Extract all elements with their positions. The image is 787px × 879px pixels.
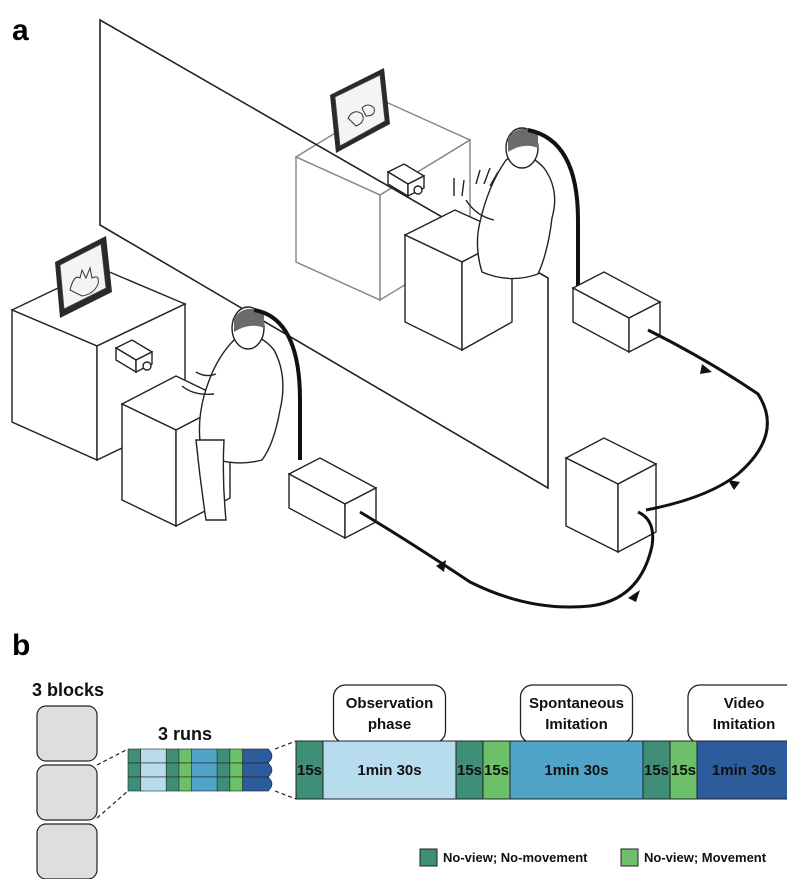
recording-computer: [564, 437, 658, 554]
arrow-icon: [728, 480, 740, 490]
legend-label: No-view; Movement: [644, 850, 767, 865]
run-3-segment: [140, 776, 167, 792]
panel-a-label: a: [12, 14, 29, 47]
timeline-segment: [509, 740, 644, 800]
segment-duration-label: 15s: [297, 762, 322, 779]
far-person: [453, 127, 556, 280]
run-3-segment: [229, 776, 244, 792]
run-1-segment: [229, 748, 244, 764]
phase-callout-box: [332, 684, 447, 744]
phase-title-line-1: Spontaneous: [529, 695, 624, 712]
connector-line: [96, 748, 129, 766]
run-3-segment: [191, 776, 218, 792]
near-camera: [114, 339, 154, 374]
near-amplifier: [287, 457, 378, 540]
legend: No-view; No-movement No-view; Movement: [419, 848, 767, 867]
run-2-segment: [140, 762, 167, 778]
run-2-segment: [229, 762, 244, 778]
arrow-icon: [436, 560, 446, 572]
zoom-connectors: [96, 740, 297, 819]
run-1-segment: [127, 748, 142, 764]
setup-illustration: [10, 18, 769, 609]
far-table: [294, 101, 472, 302]
segment-duration-label: 15s: [671, 762, 696, 779]
blocks-stack: [36, 705, 98, 879]
phase-title-line-2: Imitation: [713, 716, 776, 733]
block-3: [36, 823, 98, 879]
run-2-segment: [178, 762, 193, 778]
arrow-icon: [628, 590, 640, 602]
timeline-segment: [322, 740, 457, 800]
run-2-segment: [165, 762, 180, 778]
connector-line: [274, 740, 297, 750]
run-2-end: [267, 762, 273, 778]
legend-swatch: [620, 848, 639, 867]
segment-duration-label: 15s: [457, 762, 482, 779]
run-2-segment: [127, 762, 142, 778]
connector-line: [96, 790, 129, 819]
near-table: [10, 267, 187, 462]
data-cable-far: [645, 328, 769, 512]
phase-callout-box: [687, 684, 787, 744]
far-screen: [330, 68, 390, 153]
run-2-segment: [216, 762, 231, 778]
far-cable: [527, 128, 580, 288]
timeline-segment: [295, 740, 324, 800]
segment-duration-label: 15s: [644, 762, 669, 779]
near-screen: [55, 236, 112, 318]
timeline-segment: [455, 740, 484, 800]
block-2: [36, 764, 98, 821]
glass-partition: [99, 18, 549, 490]
blocks-label: 3 blocks: [32, 680, 104, 700]
timeline-segment: [482, 740, 511, 800]
runs-stack: [127, 748, 273, 792]
run-1-segment: [242, 748, 269, 764]
phase-title-line-1: Observation: [346, 695, 434, 712]
arrow-icon: [700, 364, 712, 374]
timeline-segment: [696, 740, 787, 800]
phase-title-line-2: Imitation: [545, 716, 608, 733]
run-3-segment: [127, 776, 142, 792]
run-3-end: [267, 776, 273, 792]
panel-b-label: b: [12, 629, 30, 662]
timeline-segment: [669, 740, 698, 800]
data-cable-near: [359, 510, 655, 609]
run-1-segment: [178, 748, 193, 764]
connector-line: [274, 790, 297, 800]
runs-label: 3 runs: [158, 724, 212, 744]
run-1-segment: [191, 748, 218, 764]
run-1-segment: [140, 748, 167, 764]
run-2-segment: [191, 762, 218, 778]
far-camera: [386, 163, 426, 198]
run-1-end: [267, 748, 273, 764]
segment-duration-label: 15s: [484, 762, 509, 779]
run-3-segment: [165, 776, 180, 792]
run-3-segment: [178, 776, 193, 792]
far-amplifier: [571, 271, 662, 354]
legend-label: No-view; No-movement: [443, 850, 588, 865]
near-cable: [253, 308, 302, 460]
segment-duration-label: 1min 30s: [357, 762, 421, 779]
phase-title-line-2: phase: [368, 716, 411, 733]
far-desk: [403, 209, 514, 352]
phase-callout-box: [519, 684, 634, 744]
run-1-segment: [216, 748, 231, 764]
run-3-segment: [242, 776, 269, 792]
block-1: [36, 705, 98, 762]
legend-swatch: [419, 848, 438, 867]
segment-duration-label: 1min 30s: [712, 762, 776, 779]
run-3-segment: [216, 776, 231, 792]
run-1-segment: [165, 748, 180, 764]
run-2-segment: [242, 762, 269, 778]
near-person: [181, 306, 284, 521]
phase-title-line-1: Video: [724, 695, 765, 712]
segment-duration-label: 1min 30s: [544, 762, 608, 779]
